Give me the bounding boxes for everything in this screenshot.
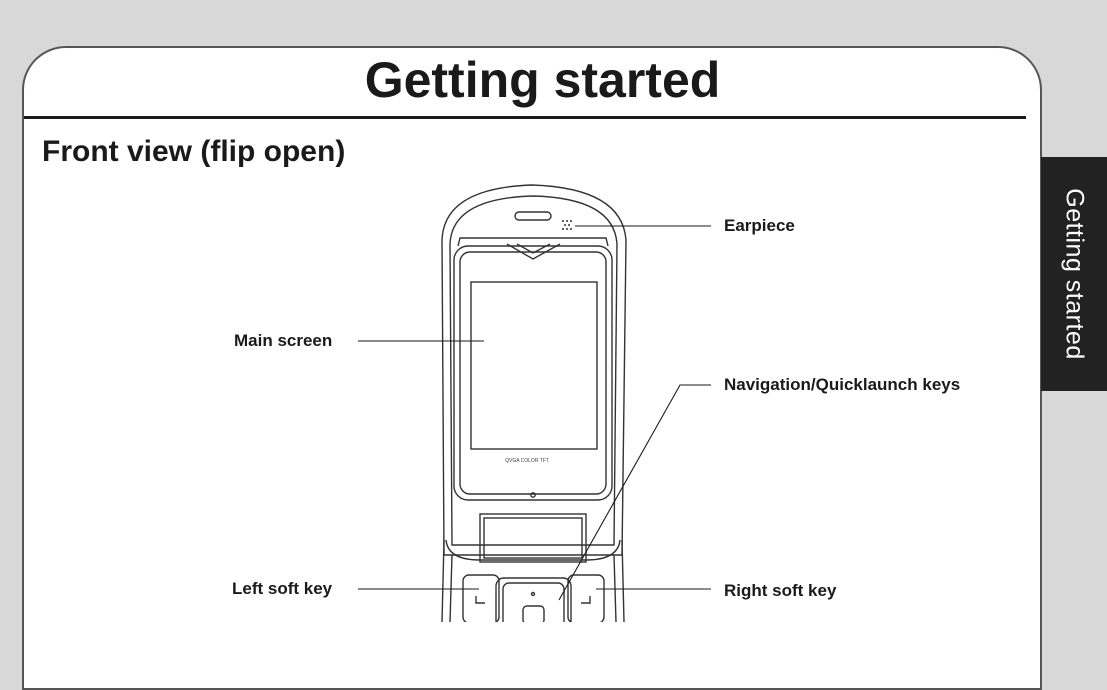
nav-pad-outer <box>495 577 572 622</box>
left-soft-key <box>462 574 500 622</box>
left-soft-key-label: Left soft key <box>232 579 333 598</box>
side-tab: Getting started <box>1041 157 1107 391</box>
earpiece-label: Earpiece <box>724 216 795 235</box>
phone-diagram: QVGA COLOR TFT <box>358 184 711 622</box>
flip-outer-shell <box>441 184 627 556</box>
notch <box>506 243 561 260</box>
left-soft-key-mark <box>475 596 485 604</box>
section-subtitle: Front view (flip open) <box>42 135 346 168</box>
main-screen-display <box>470 281 598 450</box>
earpiece-slot <box>514 211 552 221</box>
speaker-dots <box>562 220 572 230</box>
notch-inner <box>516 243 551 254</box>
navigation-keys-label: Navigation/Quicklaunch keys <box>724 375 961 394</box>
main-screen-label: Main screen <box>234 331 333 350</box>
hinge-outer <box>445 539 621 561</box>
screen-bezel-inner <box>459 251 607 495</box>
right-soft-key-label: Right soft key <box>724 581 837 600</box>
right-soft-key <box>567 574 605 622</box>
nav-up-dot <box>530 591 536 597</box>
screen-bezel <box>453 245 613 501</box>
right-soft-key-mark <box>581 596 591 604</box>
flip-inner-shell <box>449 195 618 546</box>
page-title: Getting started <box>364 52 721 108</box>
hinge-window-inner <box>483 517 583 559</box>
hinge-window <box>479 513 587 563</box>
top-band <box>457 237 609 247</box>
enter-key <box>522 605 545 622</box>
screen-caption: QVGA COLOR TFT <box>505 458 549 464</box>
title-rule <box>24 116 1026 119</box>
navigation-leader <box>558 384 711 601</box>
nav-pad <box>502 582 565 622</box>
indicator-dot <box>530 492 536 498</box>
lower-body <box>441 539 625 622</box>
